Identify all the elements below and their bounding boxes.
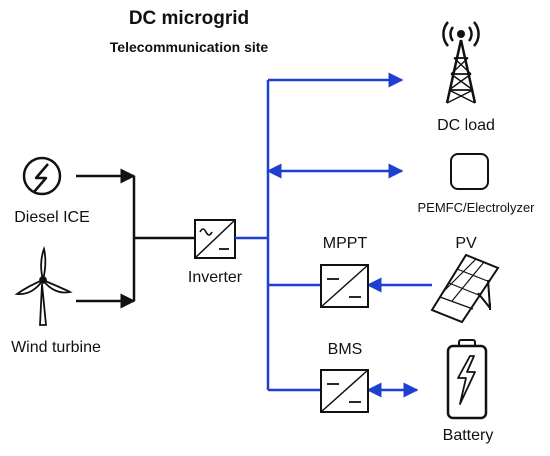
- dc-bus: [235, 72, 432, 398]
- mppt-box: [320, 264, 369, 308]
- diagram-title: DC microgrid: [129, 8, 249, 29]
- pv-label: PV: [455, 235, 477, 252]
- fuel-cell-icon: [450, 153, 489, 190]
- diagram-subtitle: Telecommunication site: [110, 39, 269, 55]
- bms-box: [320, 369, 369, 413]
- bms-label: BMS: [328, 341, 363, 358]
- ac-side-connections: [76, 168, 195, 309]
- diesel-label: Diesel ICE: [14, 209, 90, 226]
- dc-load-label: DC load: [437, 117, 495, 134]
- battery-icon: [446, 339, 488, 420]
- diesel-icon: [22, 156, 62, 196]
- pv-panel-icon: [430, 253, 500, 324]
- inverter-box: [194, 219, 236, 259]
- wind-label: Wind turbine: [11, 339, 101, 356]
- mppt-label: MPPT: [323, 235, 368, 252]
- wind-turbine-icon: [14, 245, 73, 326]
- battery-label: Battery: [443, 427, 494, 444]
- telecom-tower-icon: [442, 21, 480, 104]
- inverter-label: Inverter: [188, 269, 243, 286]
- fuel-cell-label: PEMFC/Electrolyzer: [417, 200, 535, 215]
